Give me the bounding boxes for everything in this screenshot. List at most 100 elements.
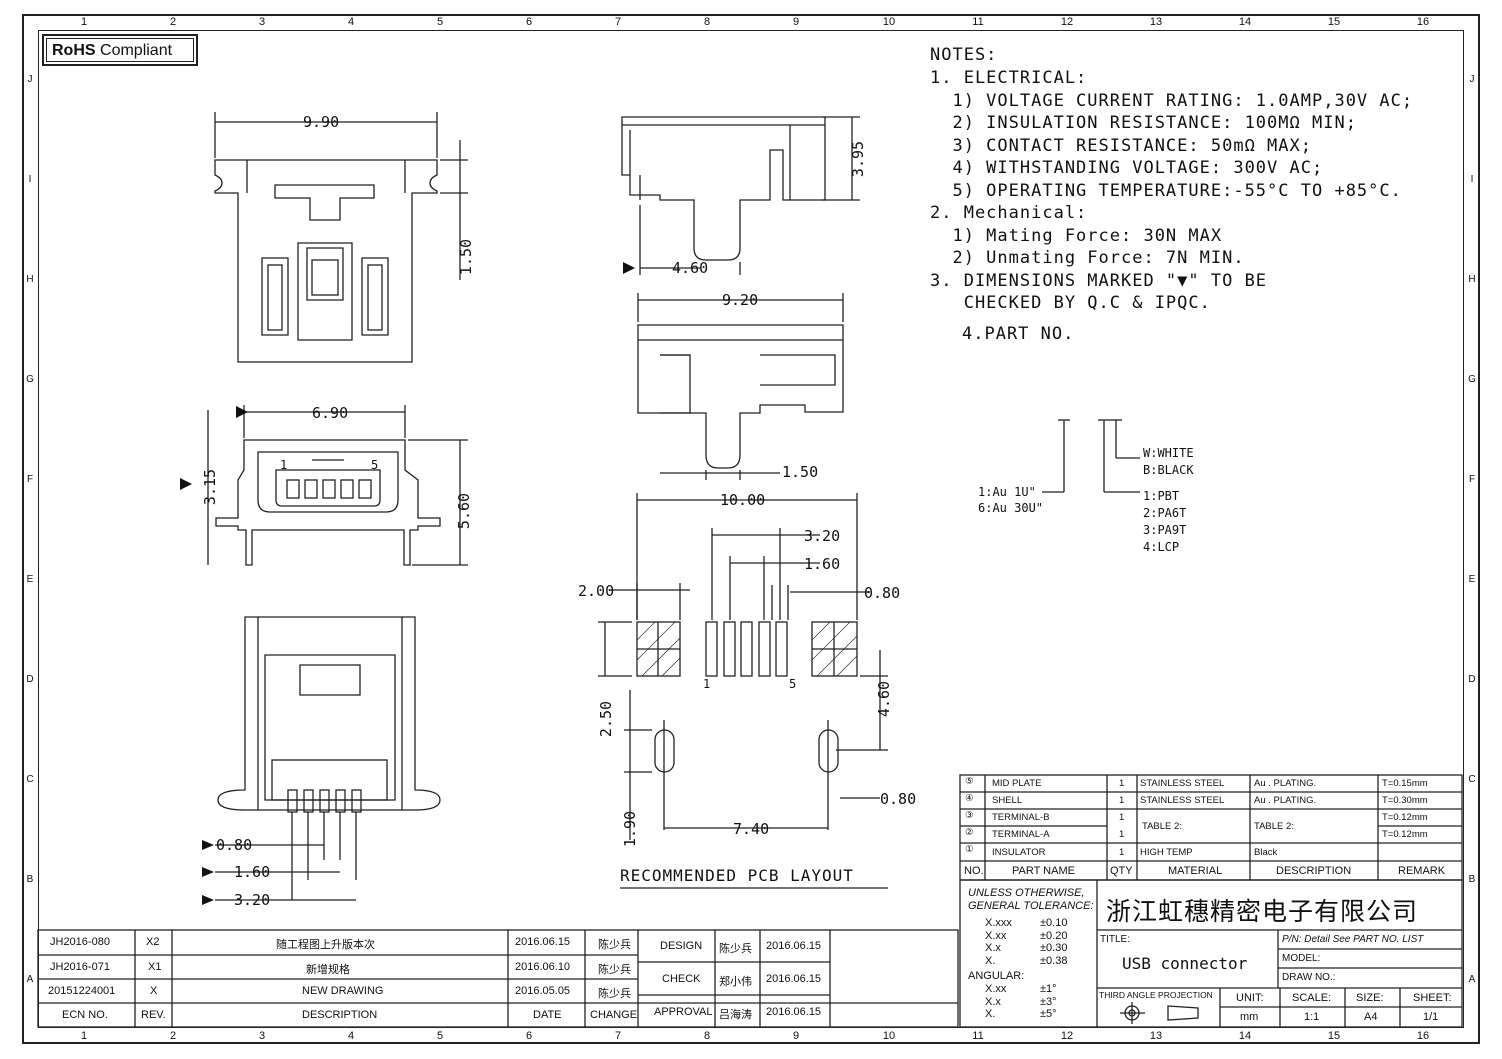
sheet-value: 1/1 xyxy=(1423,1011,1439,1023)
rev-change: 陈少兵 xyxy=(598,939,631,951)
model-label: MODEL: xyxy=(1282,953,1321,964)
rev-ecn: JH2016-080 xyxy=(50,936,110,948)
bom-material: STAINLESS STEEL xyxy=(1140,778,1225,789)
zone-letter: H xyxy=(26,274,34,285)
rev-desc: 随工程图上升版本次 xyxy=(276,939,375,951)
material-code-2: 2:PA6T xyxy=(1143,506,1187,520)
zone-num: 2 xyxy=(169,16,177,28)
plating-code: 1:Au 1U" 6:Au 30U" xyxy=(978,484,1043,516)
zone-num: 6 xyxy=(525,16,533,28)
tol-val: ±1° xyxy=(1040,983,1057,995)
dim-top-post: 1.50 xyxy=(782,463,819,481)
approval-date: 2016.06.15 xyxy=(766,973,822,985)
tolerance-angular: ANGULAR: xyxy=(968,970,1025,982)
dim-pcb-pitch2: 1.60 xyxy=(804,555,841,573)
bom-part: INSULATOR xyxy=(992,847,1046,858)
part-number-brackets xyxy=(1042,419,1140,493)
tol-val: ±0.20 xyxy=(1040,929,1068,942)
zone-num: 16 xyxy=(1416,1030,1430,1042)
bom-material: TABLE 2: xyxy=(1142,821,1182,832)
zone-num: 1 xyxy=(80,1030,88,1042)
material-code: 1:PBT 2:PA6T 3:PA9T 4:LCP xyxy=(1143,488,1186,556)
zone-letter: F xyxy=(26,474,34,485)
bom-remark: T=0.30mm xyxy=(1382,795,1428,806)
dim-side-height: 3.95 xyxy=(849,140,868,178)
zone-letter: F xyxy=(1468,474,1476,485)
approval-name: 陈少兵 xyxy=(719,943,752,955)
tol-val: ±5° xyxy=(1040,1008,1057,1020)
dim-side-depth: 4.60 xyxy=(672,259,709,277)
bom-material: STAINLESS STEEL xyxy=(1140,795,1225,806)
bom-part: MID PLATE xyxy=(992,778,1042,789)
zone-letter: J xyxy=(27,74,33,85)
zone-letter: E xyxy=(26,574,34,585)
unit-value: mm xyxy=(1240,1011,1259,1023)
note-line: 4) WITHSTANDING VOLTAGE: 300V AC; xyxy=(930,158,1324,178)
tol-key: X. xyxy=(985,1008,996,1020)
dim-bottom-p3: 3.20 xyxy=(234,891,271,909)
rohs-compliant-label: Compliant xyxy=(100,42,173,59)
dim-pcb-slot-width: 0.80 xyxy=(880,790,917,808)
pcb-layout-title: RECOMMENDED PCB LAYOUT xyxy=(620,866,854,885)
bom-remark: T=0.12mm xyxy=(1382,829,1428,840)
zone-num: 3 xyxy=(258,1030,266,1042)
zone-num: 16 xyxy=(1416,16,1430,28)
material-code-1: 1:PBT xyxy=(1143,489,1180,503)
bom-part: SHELL xyxy=(992,795,1023,806)
tolerance-rows: X.xxx±0.10 X.xx±0.20 X.x±0.30 X.±0.38 xyxy=(985,917,1067,967)
approval-role: DESIGN xyxy=(660,940,703,952)
bom-remark: T=0.12mm xyxy=(1382,812,1428,823)
dim-pcb-pad-height: 2.50 xyxy=(597,700,616,738)
part-no-label: 4.PART NO. xyxy=(962,324,1075,344)
bottom-view xyxy=(215,616,441,901)
bom-header-qty: QTY xyxy=(1110,865,1133,877)
end-view xyxy=(207,405,468,566)
bom-remark: T=0.15mm xyxy=(1382,778,1428,789)
dim-bottom-p2: 1.60 xyxy=(234,863,271,881)
tolerance-title-1: UNLESS OTHERWISE, xyxy=(968,887,1085,899)
title-label: TITLE: xyxy=(1100,934,1131,945)
dim-pcb-pitch3: 3.20 xyxy=(804,527,841,545)
material-code-4: 4:LCP xyxy=(1143,540,1180,554)
zone-num: 9 xyxy=(792,1030,800,1042)
zone-letter: G xyxy=(26,374,34,385)
notes-title: NOTES: xyxy=(930,45,998,65)
bom-no: ③ xyxy=(965,810,974,821)
note-line: 3. DIMENSIONS MARKED "▼" TO BE xyxy=(930,270,1268,291)
approval-name: 郑小伟 xyxy=(719,976,752,988)
zone-letter: B xyxy=(26,874,34,885)
bom-qty: 1 xyxy=(1119,847,1125,858)
projection-label: THIRD ANGLE PROJECTION xyxy=(1099,990,1213,1000)
zone-letter: J xyxy=(1469,74,1475,85)
zone-letter: B xyxy=(1468,874,1476,885)
sheet-label: SHEET: xyxy=(1413,992,1452,1004)
approval-date: 2016.06.15 xyxy=(766,940,822,952)
tol-key: X.xx xyxy=(985,929,1007,942)
note-line: 1) Mating Force: 30N MAX xyxy=(930,225,1223,246)
zone-num: 4 xyxy=(347,1030,355,1042)
zone-num: 12 xyxy=(1060,1030,1074,1042)
dim-pcb-post: 4.60 xyxy=(875,680,894,718)
dim-pcb-pad-width: 0.80 xyxy=(864,584,901,602)
bom-no: ① xyxy=(965,844,974,855)
approval-role: APPROVAL xyxy=(654,1006,713,1018)
note-line: 5) OPERATING TEMPERATURE:-55°C TO +85°C. xyxy=(930,180,1402,201)
zone-num: 15 xyxy=(1327,1030,1341,1042)
bom-desc: Au . PLATING. xyxy=(1254,778,1317,789)
zone-letter: H xyxy=(1468,274,1476,285)
note-line: CHECKED BY Q.C & IPQC. xyxy=(930,293,1211,313)
approval-date: 2016.06.15 xyxy=(766,1006,822,1018)
bom-header-no: NO. xyxy=(964,865,984,877)
rohs-badge: RoHS Compliant xyxy=(42,34,198,66)
bom-desc: TABLE 2: xyxy=(1254,821,1294,832)
unit-label: UNIT: xyxy=(1236,992,1264,1004)
tol-key: X.x xyxy=(985,995,1001,1008)
zone-num: 11 xyxy=(972,16,984,28)
note-line: 2) Unmating Force: 7N MIN. xyxy=(930,248,1245,268)
note-line: 2) INSULATION RESISTANCE: 100MΩ MIN; xyxy=(930,113,1357,133)
zone-letter: I xyxy=(1470,174,1474,185)
bom-no: ④ xyxy=(965,793,974,804)
rev-header-change: CHANGE xyxy=(590,1009,638,1021)
dim-front-width: 9.90 xyxy=(303,113,340,131)
rev-change: 陈少兵 xyxy=(598,988,631,1000)
